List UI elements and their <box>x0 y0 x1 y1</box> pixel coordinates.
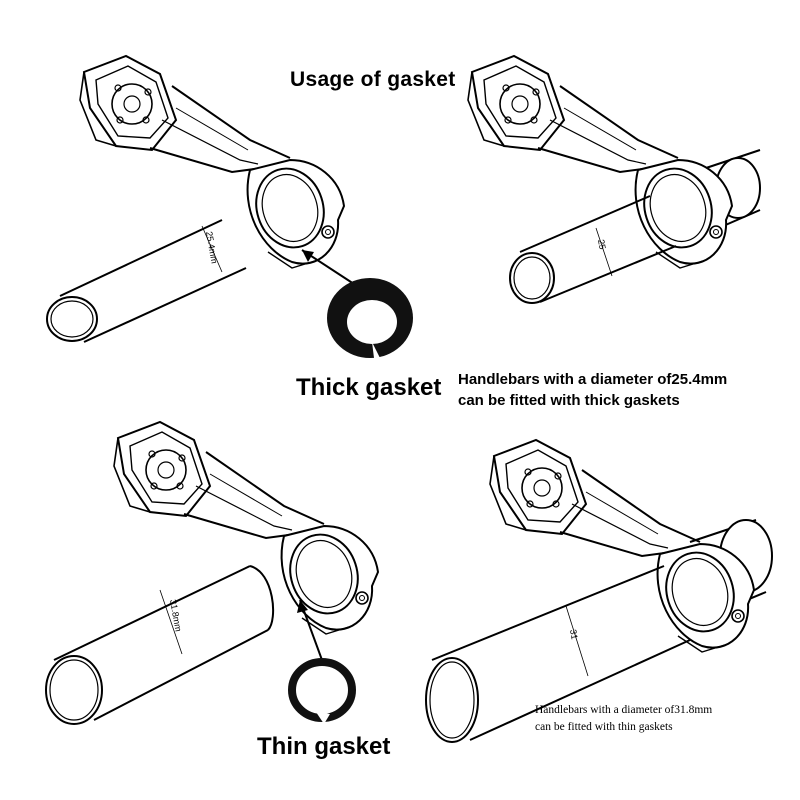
dim-label-bl: 31.8mm <box>168 599 183 633</box>
thick-note-line-1: Handlebars with a diameter of25.4mm <box>458 371 728 388</box>
thin-gasket-label: Thin gasket <box>257 733 391 760</box>
mount-top-right <box>467 55 733 269</box>
arrow-thick <box>301 249 355 285</box>
handlebar-bottom-left: 31.8mm <box>45 565 275 725</box>
page-title: Usage of gasket <box>290 68 456 91</box>
handlebar-top-right: 25 <box>509 195 677 304</box>
thin-gasket-note: Handlebars with a diameter of31.8mm can … <box>535 702 712 736</box>
thick-gasket-note: Handlebars with a diameter of25.4mm can … <box>458 369 727 411</box>
thick-note-line-2: can be fitted with thick gaskets <box>458 392 680 409</box>
dim-label-tl: 25.4mm <box>204 231 219 265</box>
thick-gasket-label: Thick gasket <box>296 374 442 401</box>
thin-gasket-icon <box>288 658 356 724</box>
mount-bottom-left <box>113 421 379 635</box>
handlebar-bottom-right: 31 <box>425 565 691 743</box>
dim-label-br: 31 <box>568 629 580 641</box>
dim-label-tr: 25 <box>596 239 608 251</box>
thin-note-line-1: Handlebars with a diameter of31.8mm <box>535 704 713 716</box>
handlebar-top-left: 25.4mm <box>46 219 247 343</box>
thick-gasket-icon <box>327 278 413 358</box>
arrow-thin <box>297 599 323 661</box>
thin-note-line-2: can be fitted with thin gaskets <box>535 721 673 733</box>
